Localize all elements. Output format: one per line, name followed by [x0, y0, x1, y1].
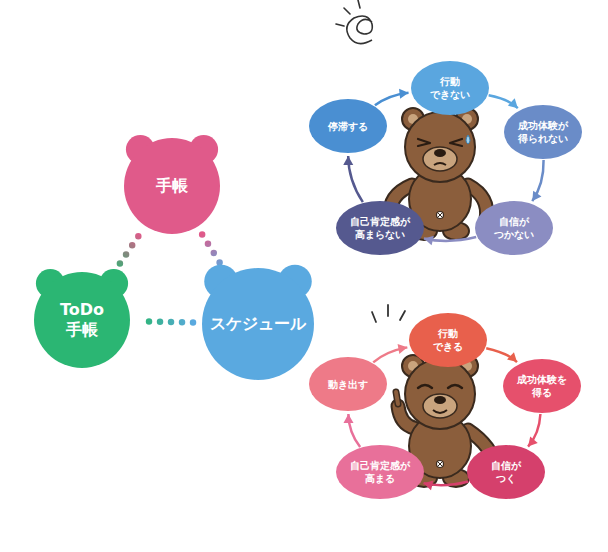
connector — [114, 233, 140, 272]
node-shape — [336, 201, 424, 255]
bear-head-node: スケジュール — [202, 264, 314, 380]
connector — [202, 234, 223, 268]
node-label: 動き出す — [328, 378, 368, 391]
node-shape — [475, 201, 553, 255]
cycle-oval: 停滞する — [309, 99, 387, 153]
node-label: 自己肯定感が 高まらない — [350, 215, 410, 241]
confusion-squiggle — [347, 16, 373, 44]
node-label: ToDo 手帳 — [60, 300, 104, 340]
cycle-oval: 行動 できる — [409, 313, 487, 367]
node-label: 自信が つかない — [494, 215, 534, 241]
node-label: 成功体験が 得られない — [518, 119, 568, 145]
cycle-oval: 自信が つく — [467, 445, 545, 499]
connector — [528, 414, 540, 447]
sparkle-marks — [372, 305, 405, 322]
stress-marks — [336, 0, 360, 26]
node-label: 成功体験を 得る — [517, 373, 567, 399]
connector — [424, 481, 469, 491]
cycle-oval: 動き出す — [309, 357, 387, 411]
node-label: 自己肯定感が 高まる — [350, 459, 410, 485]
node-shape — [409, 313, 487, 367]
node-label: 自信が つく — [491, 459, 521, 485]
connector — [532, 160, 543, 201]
node-label: スケジュール — [210, 314, 306, 334]
connector — [373, 344, 407, 362]
connector — [343, 156, 363, 202]
cycle-oval: 成功体験を 得る — [503, 359, 581, 413]
node-label: 停滞する — [328, 120, 368, 133]
connector — [139, 321, 193, 322]
cycle-oval: 成功体験が 得られない — [504, 105, 582, 159]
node-label: 行動 できない — [430, 75, 470, 101]
connector — [489, 95, 518, 108]
connector — [424, 236, 476, 246]
connector — [375, 89, 409, 106]
node-label: 行動 できる — [433, 327, 463, 353]
node-shape — [467, 445, 545, 499]
node-shape — [411, 61, 489, 115]
connector — [343, 414, 360, 447]
cycle-oval: 行動 できない — [411, 61, 489, 115]
cycle-oval: 自信が つかない — [475, 201, 553, 255]
connector — [486, 348, 517, 362]
node-label: 手帳 — [156, 176, 188, 196]
bear-head-node: ToDo 手帳 — [34, 268, 130, 368]
cycle-oval: 自己肯定感が 高まらない — [336, 201, 424, 255]
node-shape — [504, 105, 582, 159]
cycle-oval: 自己肯定感が 高まる — [336, 445, 424, 499]
node-shape — [336, 445, 424, 499]
node-shape — [503, 359, 581, 413]
bear-head-node: 手帳 — [124, 134, 220, 234]
